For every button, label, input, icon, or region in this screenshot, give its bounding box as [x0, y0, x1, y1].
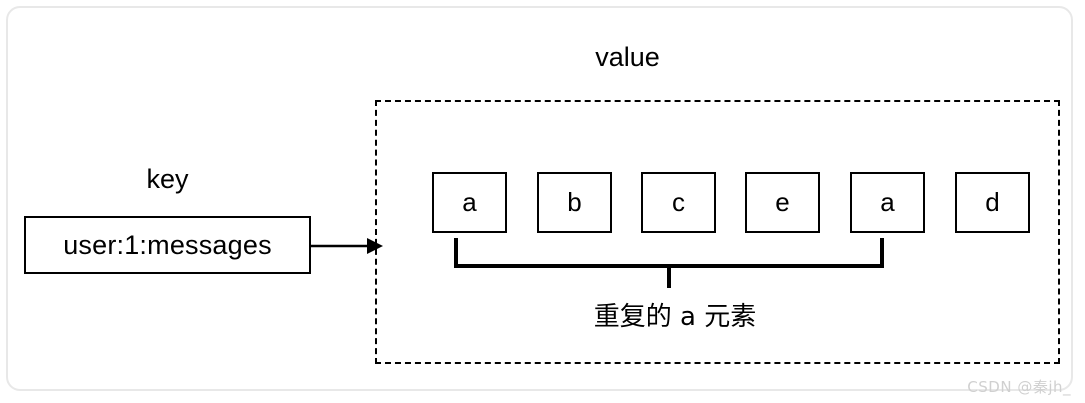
- element-box: a: [432, 172, 507, 233]
- value-region: [375, 100, 1060, 364]
- key-label: key: [146, 164, 189, 194]
- element-box: a: [850, 172, 925, 233]
- duplicate-annotation: 重复的 a 元素: [593, 302, 757, 332]
- outer-frame: [6, 6, 1073, 391]
- element-box: c: [641, 172, 716, 233]
- watermark: CSDN @秦jh_: [967, 378, 1071, 396]
- value-label-text: value: [595, 42, 660, 72]
- value-label: value: [0, 42, 1085, 73]
- element-box: d: [955, 172, 1030, 233]
- element-box: b: [537, 172, 612, 233]
- key-box: user:1:messages: [24, 216, 311, 274]
- element-box: e: [745, 172, 820, 233]
- brace-under-icon: [452, 238, 902, 290]
- arrow-right-icon: [309, 228, 385, 264]
